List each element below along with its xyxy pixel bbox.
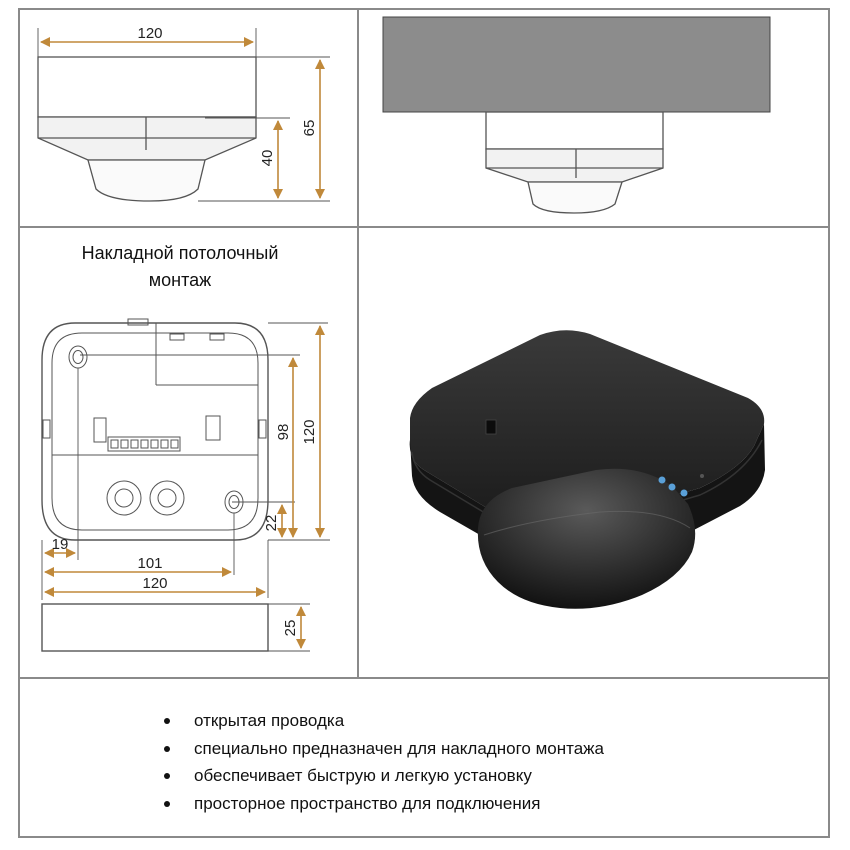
device-body-top: [409, 330, 765, 531]
outer-frame: [18, 8, 830, 838]
feature-item: специально предназначен для накладного м…: [160, 735, 604, 763]
side-view-drawing: 120 40 65: [37, 25, 330, 202]
feature-item: обеспечивает быструю и легкую установку: [160, 762, 604, 790]
mounted-view-drawing: [382, 16, 771, 214]
bullet-icon: [164, 800, 170, 807]
bullet-icon: [164, 745, 170, 752]
top-width-120-label: 120: [142, 575, 167, 592]
top-inner-outline: [51, 332, 259, 531]
ceiling-block: [382, 16, 771, 113]
top-width-101-label: 101: [137, 555, 162, 572]
bullet-icon: [164, 718, 170, 724]
mounted-housing: [485, 148, 664, 183]
panel-dividers: [18, 9, 830, 679]
top-view-drawing: 120 98 22 19 101 120 25: [41, 318, 330, 652]
side-total-height-label: 65: [301, 120, 318, 137]
side-dome: [87, 159, 206, 202]
mounting-title-line1: Накладной потолочный: [81, 243, 279, 263]
led-2: [668, 483, 676, 491]
side-body-height-label: 40: [259, 150, 276, 167]
mounting-title-line2: монтаж: [148, 270, 212, 290]
feature-item: просторное пространство для подключения: [160, 790, 604, 818]
led-1: [658, 476, 666, 484]
bullet-icon: [164, 773, 170, 779]
mounted-base: [485, 111, 664, 150]
top-height-120-label: 120: [301, 419, 318, 444]
product-photo: [409, 330, 765, 609]
mounting-title: Накладной потолочный монтаж: [40, 240, 320, 294]
base-profile: [41, 603, 269, 652]
top-outline: [41, 322, 269, 541]
light-sensor: [700, 474, 704, 478]
top-offset-19-label: 19: [52, 536, 69, 553]
side-width-label: 120: [137, 25, 162, 42]
terminal-slots: [110, 439, 179, 449]
side-port: [485, 419, 497, 435]
top-height-22-label: 22: [263, 515, 280, 532]
mounted-dome: [527, 181, 623, 214]
side-top-block: [37, 56, 257, 118]
feature-list: открытая проводка специально предназначе…: [160, 707, 604, 817]
feature-item: открытая проводка: [160, 707, 604, 735]
sensor-dome: [477, 468, 696, 609]
terminal-block: [107, 436, 181, 452]
top-height-98-label: 98: [275, 424, 292, 441]
led-3: [680, 489, 688, 497]
base-height-25-label: 25: [282, 620, 299, 637]
